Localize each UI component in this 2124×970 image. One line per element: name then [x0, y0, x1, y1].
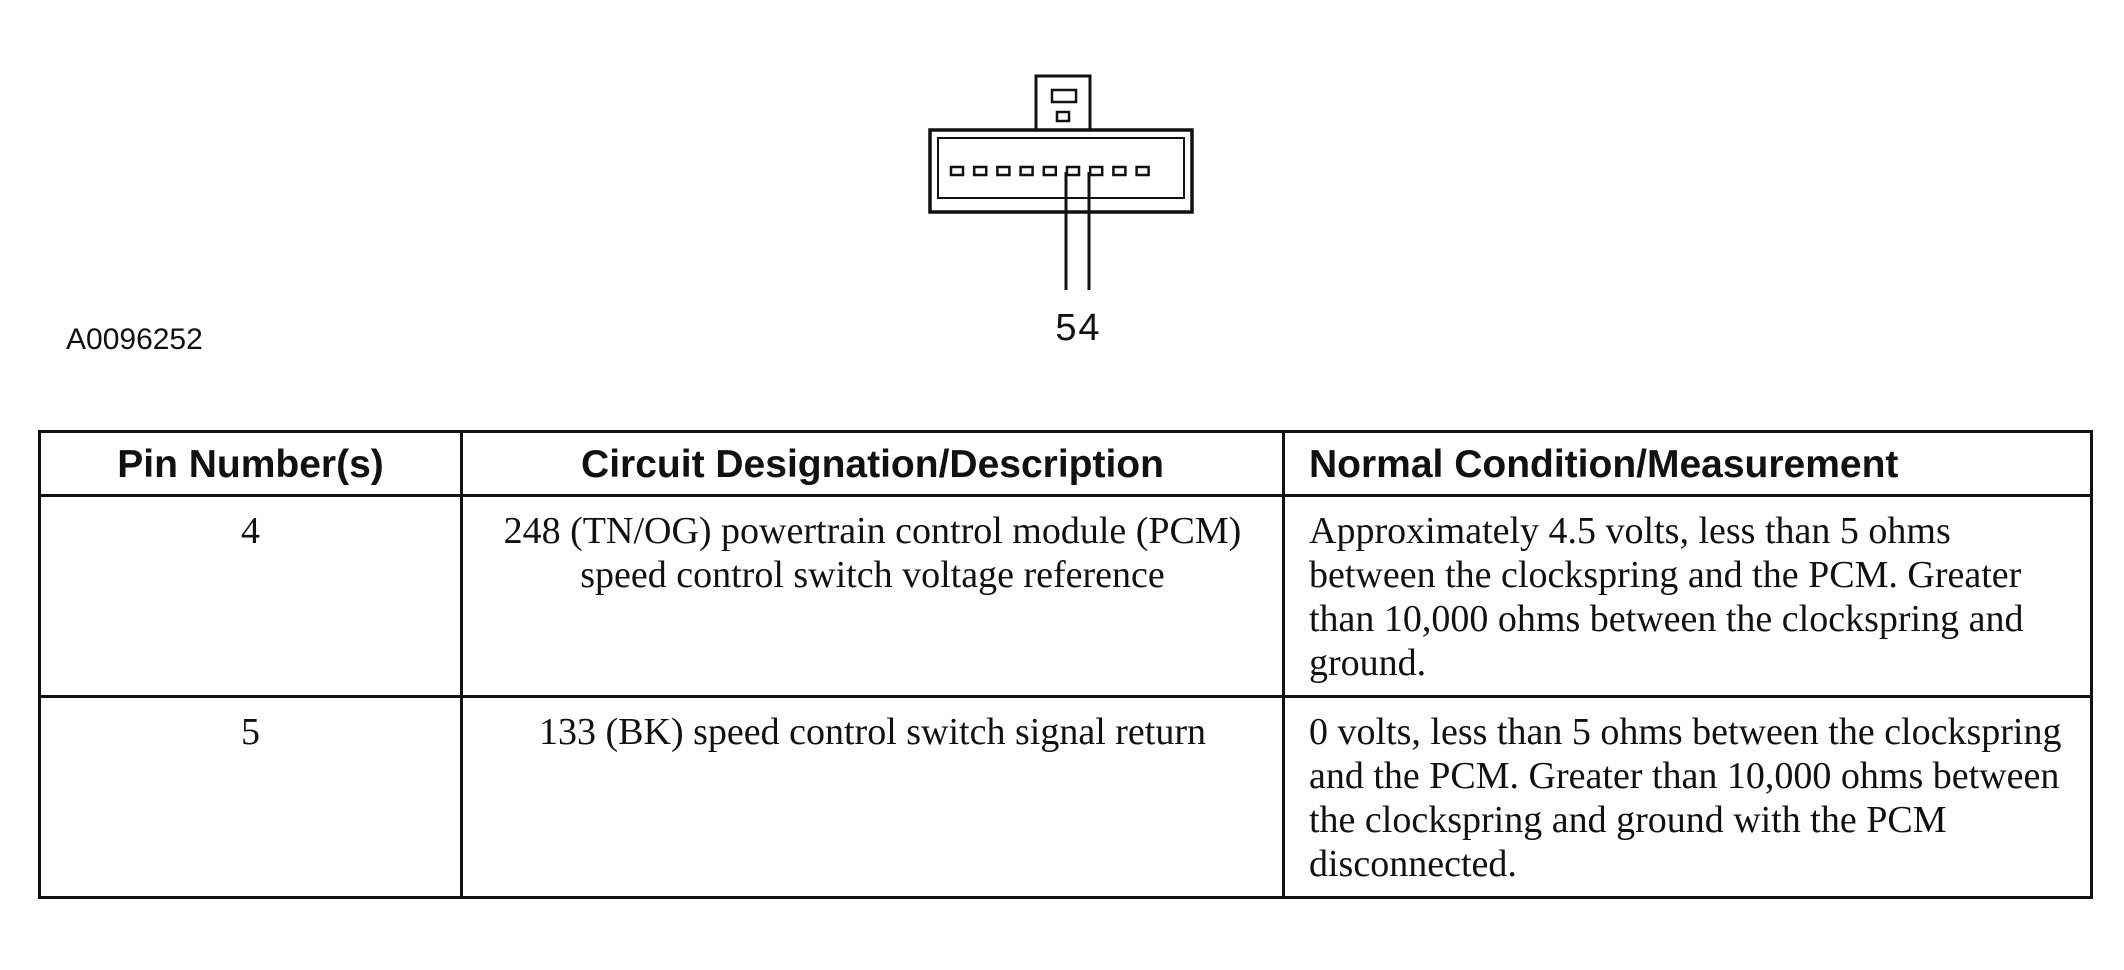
pin-cavity — [996, 165, 1011, 177]
pin-label-5: 5 — [1055, 307, 1076, 349]
pin-cavity — [949, 165, 965, 177]
pin-cavity-row — [949, 165, 1150, 177]
pin-cavity — [1042, 165, 1058, 177]
pin-cavity — [972, 165, 988, 177]
cell-pin: 4 — [38, 494, 463, 698]
cell-condition: 0 volts, less than 5 ohms between the cl… — [1282, 695, 2093, 899]
header-pin-number: Pin Number(s) — [38, 430, 463, 497]
cell-circuit: 248 (TN/OG) powertrain control module (P… — [460, 494, 1285, 698]
connector-lock-tab-slot — [1055, 110, 1071, 123]
connector-body — [928, 128, 1194, 214]
table-header-row: Pin Number(s) Circuit Designation/Descri… — [38, 430, 2093, 497]
header-circuit-designation: Circuit Designation/Description — [460, 430, 1285, 497]
connector-diagram: 5 4 — [928, 74, 1194, 349]
table-row: 4 248 (TN/OG) powertrain control module … — [38, 494, 2093, 698]
figure-id-label: A0096252 — [66, 323, 203, 356]
header-normal-condition: Normal Condition/Measurement — [1282, 430, 2093, 497]
pinout-table: Pin Number(s) Circuit Designation/Descri… — [38, 430, 2093, 899]
pin-cavity — [1135, 165, 1150, 177]
pin-label-4: 4 — [1078, 307, 1099, 349]
cell-condition: Approximately 4.5 volts, less than 5 ohm… — [1282, 494, 2093, 698]
table-row: 5 133 (BK) speed control switch signal r… — [38, 695, 2093, 899]
connector-lock-tab-window — [1050, 88, 1078, 104]
pin-cavity — [1112, 165, 1127, 177]
pin-cavity — [1019, 165, 1034, 177]
cell-pin: 5 — [38, 695, 463, 899]
cell-circuit: 133 (BK) speed control switch signal ret… — [460, 695, 1285, 899]
pin-cavity — [1065, 165, 1081, 177]
pin-cavity — [1088, 165, 1104, 177]
